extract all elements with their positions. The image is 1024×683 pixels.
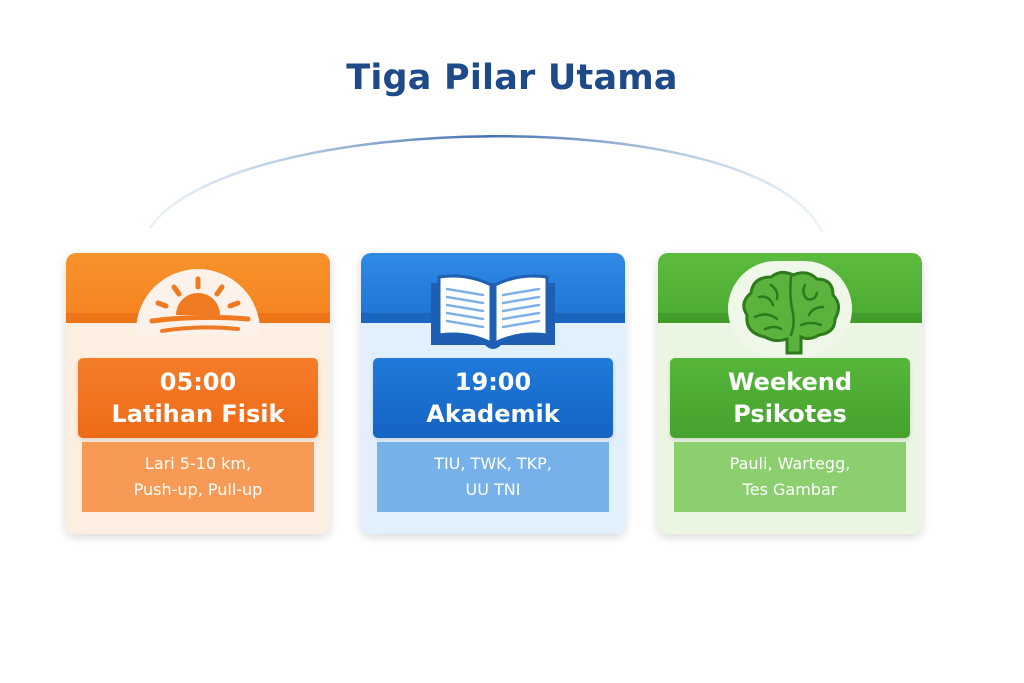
pillar-detail-line: Lari 5-10 km,	[144, 454, 252, 473]
pillar-heading: 19:00 Akademik	[373, 358, 613, 438]
icon-badge	[423, 267, 563, 351]
pillar-details: Pauli, Wartegg, Tes Gambar	[674, 442, 906, 512]
pillar-heading: Weekend Psikotes	[670, 358, 910, 438]
pillar-details: TIU, TWK, TKP, UU TNI	[377, 442, 609, 512]
diagram-title: Tiga Pilar Utama	[346, 58, 678, 98]
pillar-detail-line: Tes Gambar	[742, 480, 838, 499]
pillar-time: 05:00	[159, 368, 237, 396]
open-book-icon	[431, 274, 555, 349]
pillar-time: Weekend	[727, 368, 853, 396]
pillar-card-latihan-fisik: 05:00 Latihan Fisik Lari 5-10 km, Push-u…	[66, 253, 330, 534]
pillar-detail-line: TIU, TWK, TKP,	[434, 454, 552, 473]
icon-badge	[136, 269, 260, 335]
pillar-time: 19:00	[454, 368, 532, 396]
pillar-detail-line: Pauli, Wartegg,	[729, 454, 851, 473]
pillar-details: Lari 5-10 km, Push-up, Pull-up	[82, 442, 314, 512]
sunrise-icon	[149, 276, 251, 333]
pillar-card-akademik: 19:00 Akademik TIU, TWK, TKP, UU TNI	[361, 253, 625, 534]
pillar-name: Latihan Fisik	[111, 400, 285, 428]
brain-icon	[742, 270, 840, 355]
pillar-heading: 05:00 Latihan Fisik	[78, 358, 318, 438]
icon-badge	[728, 261, 852, 357]
pillar-card-psikotes: Weekend Psikotes Pauli, Wartegg, Tes Gam…	[658, 253, 922, 534]
pillar-detail-line: Push-up, Pull-up	[133, 480, 263, 499]
pillar-detail-line: UU TNI	[465, 480, 521, 499]
pillar-name: Psikotes	[733, 400, 847, 428]
pillar-name: Akademik	[426, 400, 560, 428]
